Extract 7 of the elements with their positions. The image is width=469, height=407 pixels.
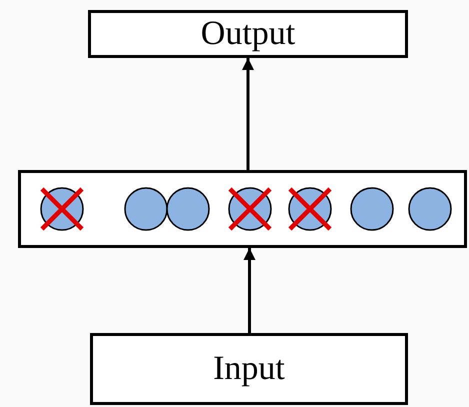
- arrow: [244, 248, 256, 333]
- output-box: [88, 10, 408, 58]
- box-label: Input: [213, 350, 285, 388]
- arrow: [242, 58, 254, 170]
- input-box: [90, 333, 408, 405]
- layer-box: [18, 170, 467, 248]
- box-label: Output: [200, 15, 296, 53]
